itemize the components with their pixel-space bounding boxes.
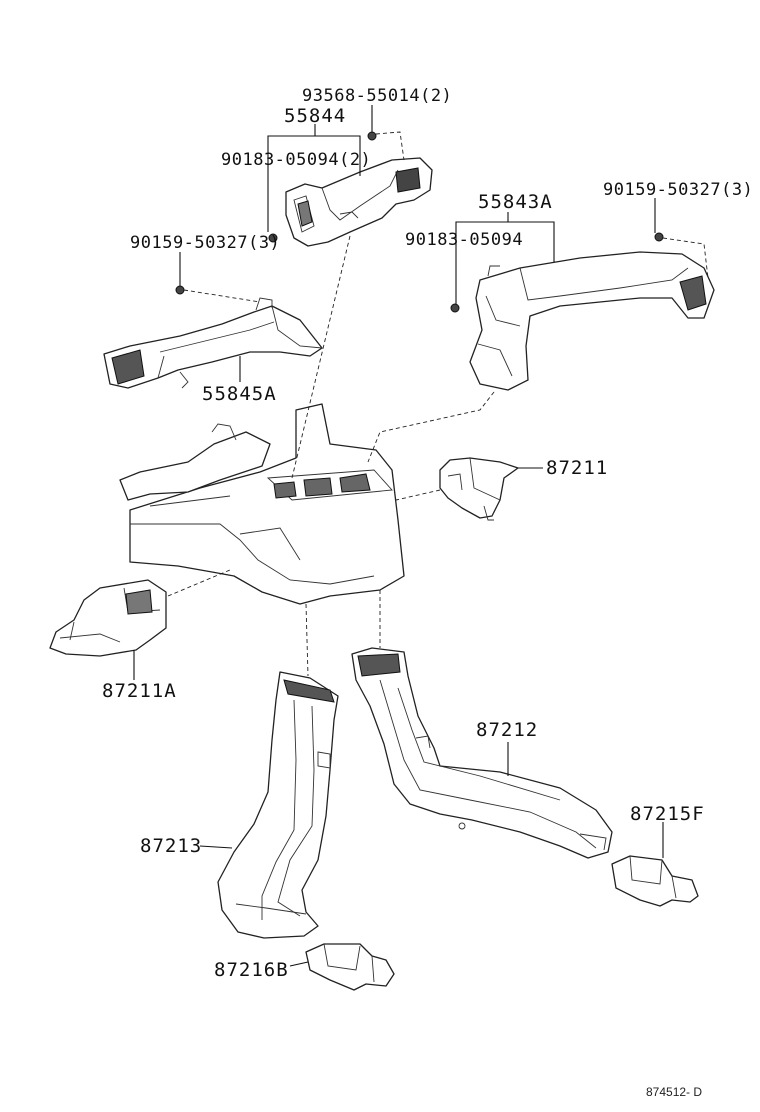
screw-90159-icon-a [175,285,261,303]
figure-code: 874512- D [646,1085,702,1099]
duct-87211[interactable] [439,457,519,521]
bolt-93568-icon [367,131,405,161]
label-87211: 87211 [546,457,608,479]
duct-55845A[interactable] [103,297,323,389]
duct-87211A[interactable] [49,579,167,657]
heater-unit[interactable] [119,403,405,605]
duct-87215F[interactable] [611,855,699,907]
label-90159-50327-a: 90159-50327(3) [130,233,280,253]
label-90183-05094-a: 90183-05094(2) [221,150,371,170]
leader-lines [133,105,664,967]
label-87215F: 87215F [630,803,705,825]
guide-line-55843A [367,391,495,463]
label-55844: 55844 [284,105,346,127]
guide-line-87211 [395,489,441,501]
label-87211A: 87211A [102,680,177,702]
label-87216B: 87216B [214,959,289,981]
screw-90159-icon-b [654,232,709,279]
guide-line-87211A [167,569,231,597]
label-93568-55014: 93568-55014(2) [302,86,452,106]
label-87213: 87213 [140,835,202,857]
label-90159-50327-b: 90159-50327(3) [603,180,753,200]
label-55845A: 55845A [202,383,277,405]
duct-87213[interactable] [217,671,339,939]
label-55843A: 55843A [478,191,553,213]
guide-line-87213 [305,603,309,677]
label-87212: 87212 [476,719,538,741]
duct-87212[interactable] [351,647,613,859]
screw-90183-icon-b [450,303,460,313]
label-90183-05094-b: 90183-05094 [405,230,523,250]
duct-55843A[interactable] [469,251,715,391]
duct-55844[interactable] [285,157,433,247]
duct-87216B[interactable] [305,943,395,991]
screw-90183-icon-a [268,233,278,243]
